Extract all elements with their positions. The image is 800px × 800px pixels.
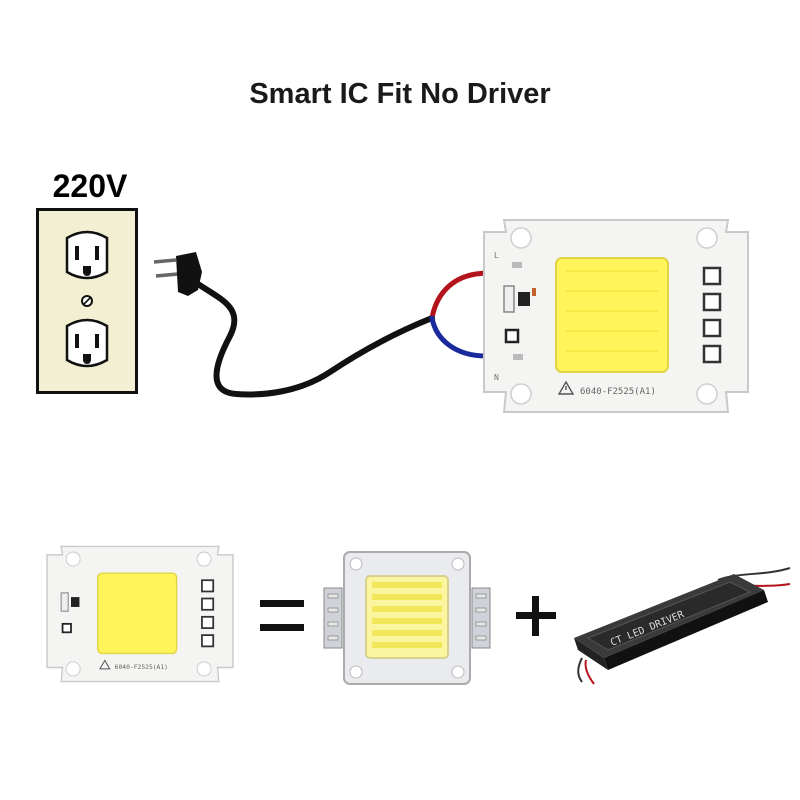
led-cob-board: 6040-F2525(A1) L N [483, 219, 749, 413]
equals-icon [260, 600, 304, 631]
outlet-socket-bottom [65, 318, 109, 368]
wall-outlet [36, 208, 138, 394]
mount-hole [696, 383, 718, 405]
traditional-led-chip [323, 551, 491, 685]
outlet-screw-icon [81, 295, 93, 307]
led-cob-board-small: 6040-F2525(A1) [46, 545, 234, 683]
voltage-label: 220V [52, 168, 128, 204]
pin-label-l: L [494, 251, 499, 260]
warning-icon [557, 380, 575, 395]
plus-icon [516, 596, 556, 636]
power-cord [153, 252, 515, 398]
cob-chip [555, 257, 669, 373]
led-driver: CT LED DRIVER [574, 567, 791, 685]
mount-hole [510, 383, 532, 405]
plug-icon [153, 252, 202, 296]
resistor-pad-column [702, 266, 722, 364]
board-label: 6040-F2525(A1) [580, 387, 656, 397]
page-title: Smart IC Fit No Driver [249, 78, 551, 110]
outlet-socket-top [65, 230, 109, 280]
mount-hole [696, 227, 718, 249]
pin-label-n: N [494, 373, 499, 382]
mount-hole [510, 227, 532, 249]
ic-chip [518, 292, 530, 306]
cob-chip [97, 572, 178, 655]
board-label-small: 6040-F2525(A1) [115, 664, 168, 671]
